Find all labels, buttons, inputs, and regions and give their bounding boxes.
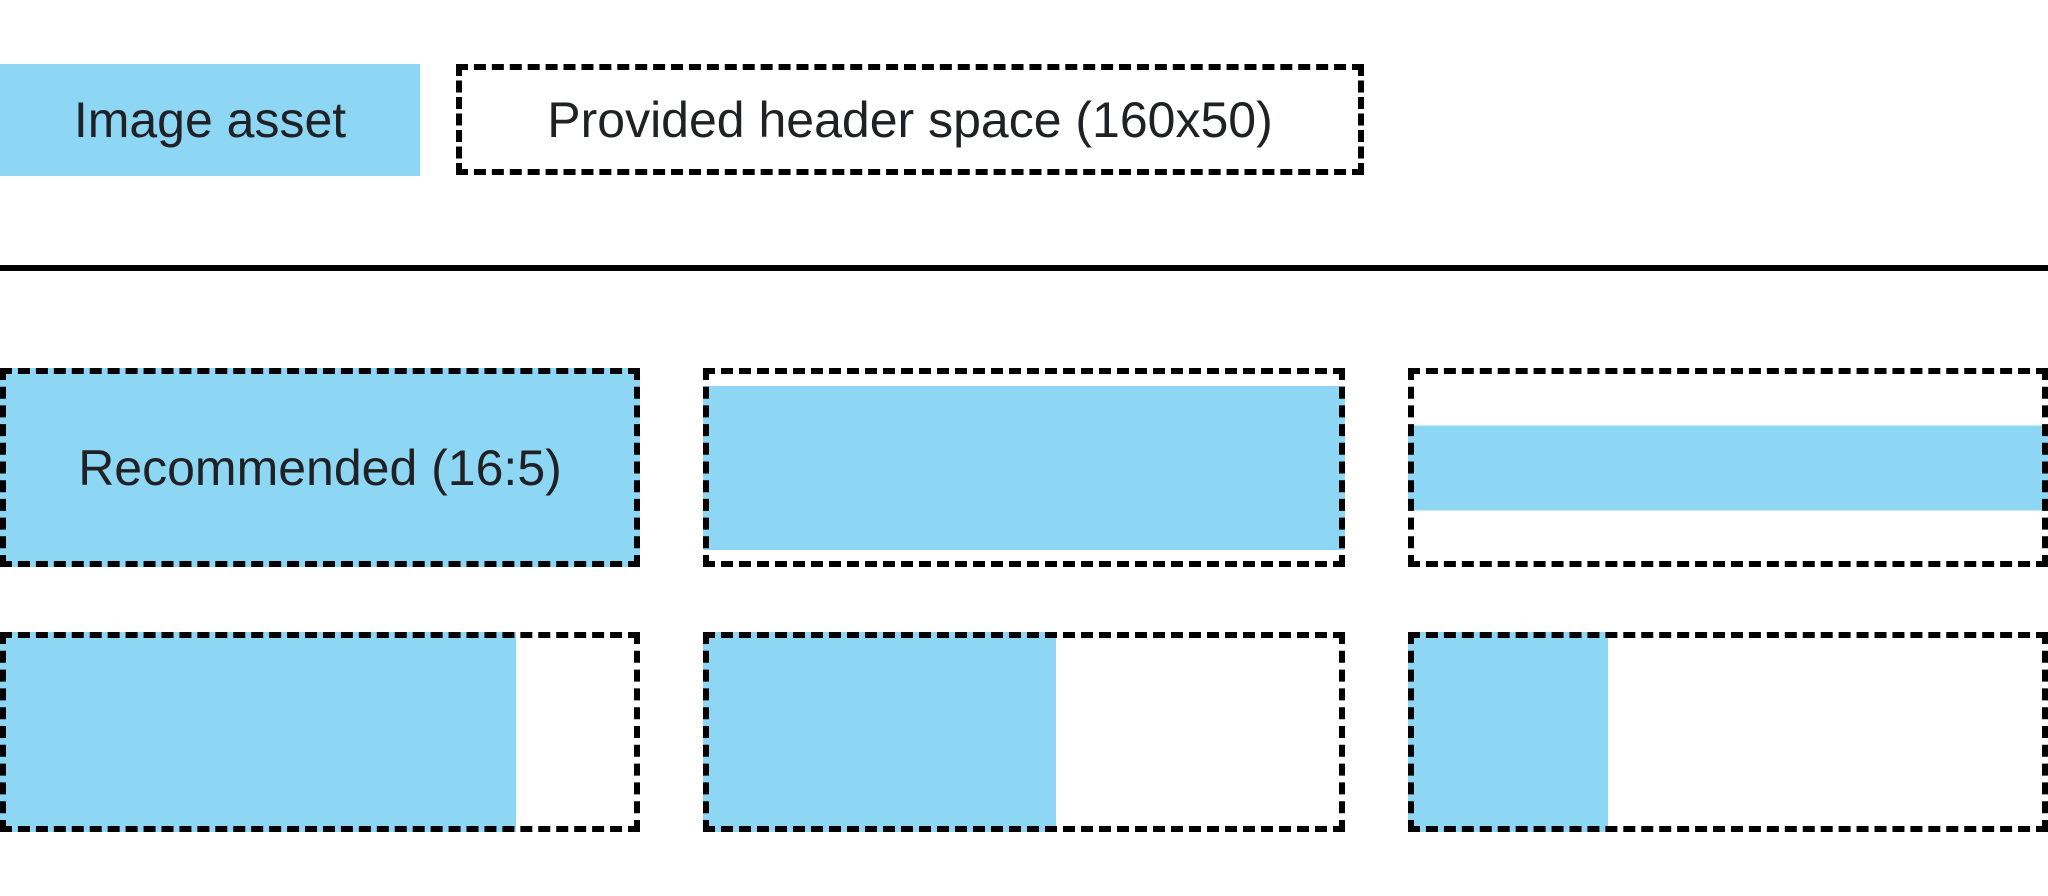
example-extra-wide-asset [1408, 368, 2048, 567]
example-tall-asset [0, 632, 640, 832]
legend-header-space-label: Provided header space (160x50) [547, 91, 1273, 148]
example-recommended: Recommended (16:5) [0, 368, 640, 567]
asset-fill-square [1408, 632, 1608, 832]
asset-fill-extra-wide [1408, 425, 2048, 510]
asset-fill-tall [0, 632, 516, 832]
asset-fill-extra-tall [703, 632, 1056, 832]
example-extra-tall-asset [703, 632, 1345, 832]
recommended-label: Recommended (16:5) [78, 439, 562, 496]
example-wide-asset [703, 368, 1345, 567]
example-square-asset [1408, 632, 2048, 832]
asset-fill-wide [703, 385, 1345, 550]
asset-fill-recommended [0, 368, 640, 567]
legend-image-asset-label: Image asset [73, 92, 347, 148]
legend-header-space-box: Provided header space (160x50) [456, 64, 1364, 175]
legend-image-asset-swatch: Image asset [0, 64, 420, 176]
recommended-label-wrap: Recommended (16:5) [0, 368, 640, 567]
divider-line [0, 265, 2048, 271]
